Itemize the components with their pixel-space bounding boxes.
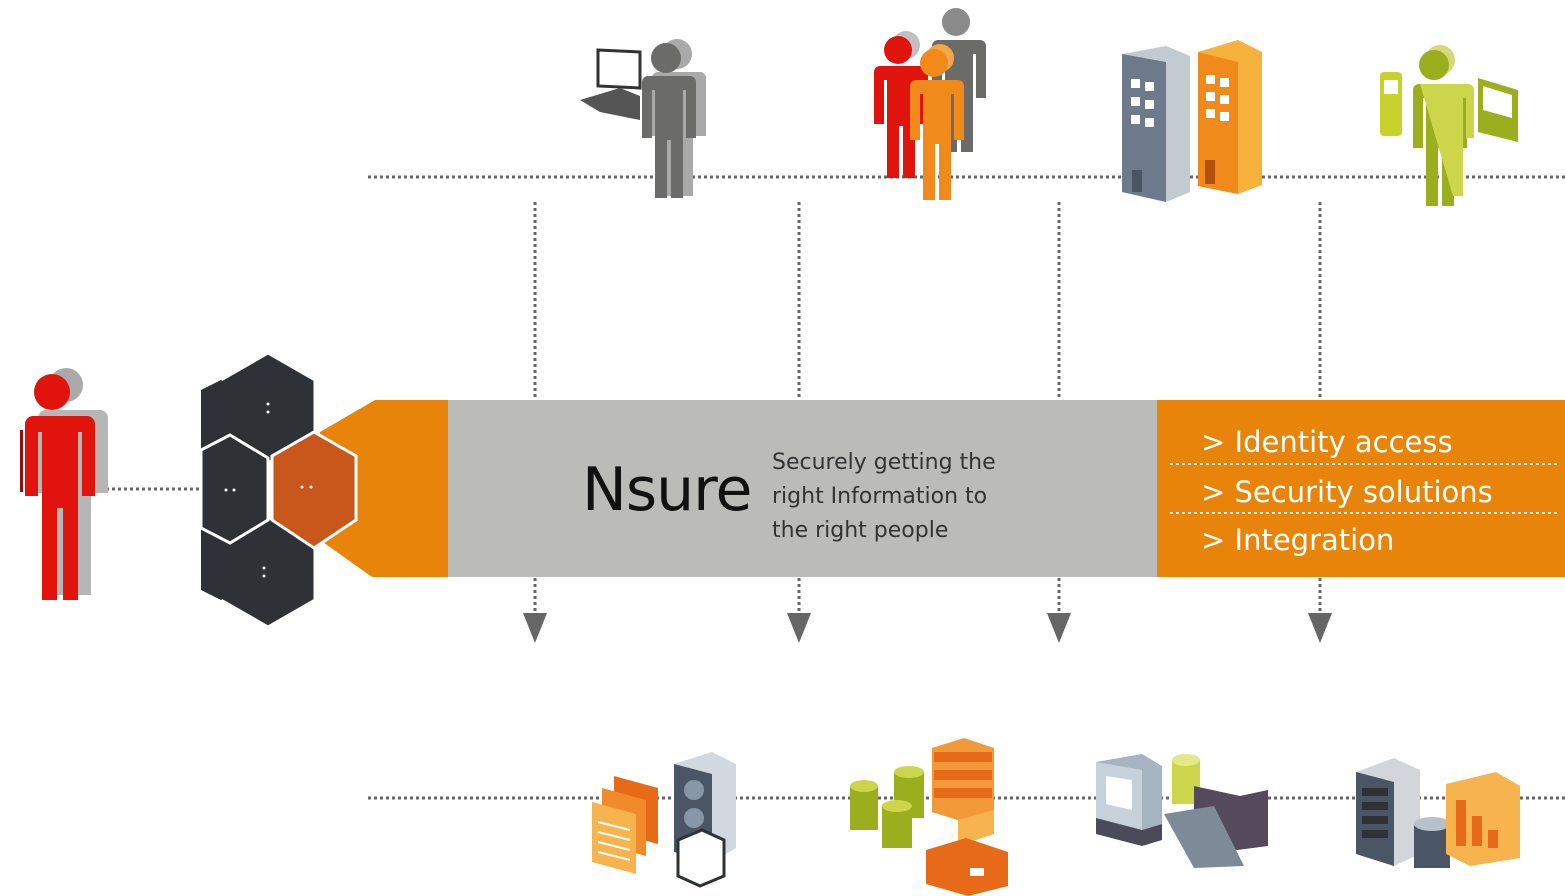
rack-chart-icon xyxy=(1356,758,1520,868)
menu-item-integration[interactable]: > Integration xyxy=(1201,523,1395,557)
menu-item-security-solutions[interactable]: > Security solutions xyxy=(1201,475,1493,509)
office-buildings-icon xyxy=(1122,40,1262,202)
mobile-user-icon xyxy=(1380,45,1518,206)
person-red-icon xyxy=(17,368,108,600)
tagline-line-1: Securely getting the xyxy=(772,450,996,475)
database-servers-icon xyxy=(850,738,1008,896)
group-users-icon xyxy=(874,8,986,200)
orange-funnel xyxy=(320,400,449,577)
documents-server-icon xyxy=(592,752,736,888)
vertical-connectors xyxy=(523,202,1332,643)
brand-name: Nsure xyxy=(582,455,752,525)
hexagon-cluster-icon xyxy=(199,351,358,629)
laptop-user-icon xyxy=(580,39,706,198)
orange-menu-panel xyxy=(1157,400,1565,577)
tagline: Securely getting the right Information t… xyxy=(772,446,1032,548)
tagline-line-2: right Information to xyxy=(772,484,988,509)
solutions-menu: > Identity access > Security solutions >… xyxy=(1157,400,1565,577)
tagline-line-3: the right people xyxy=(772,518,949,543)
menu-item-identity-access[interactable]: > Identity access xyxy=(1201,425,1453,459)
grey-band xyxy=(448,400,1158,577)
workstation-network-icon xyxy=(1096,754,1268,868)
